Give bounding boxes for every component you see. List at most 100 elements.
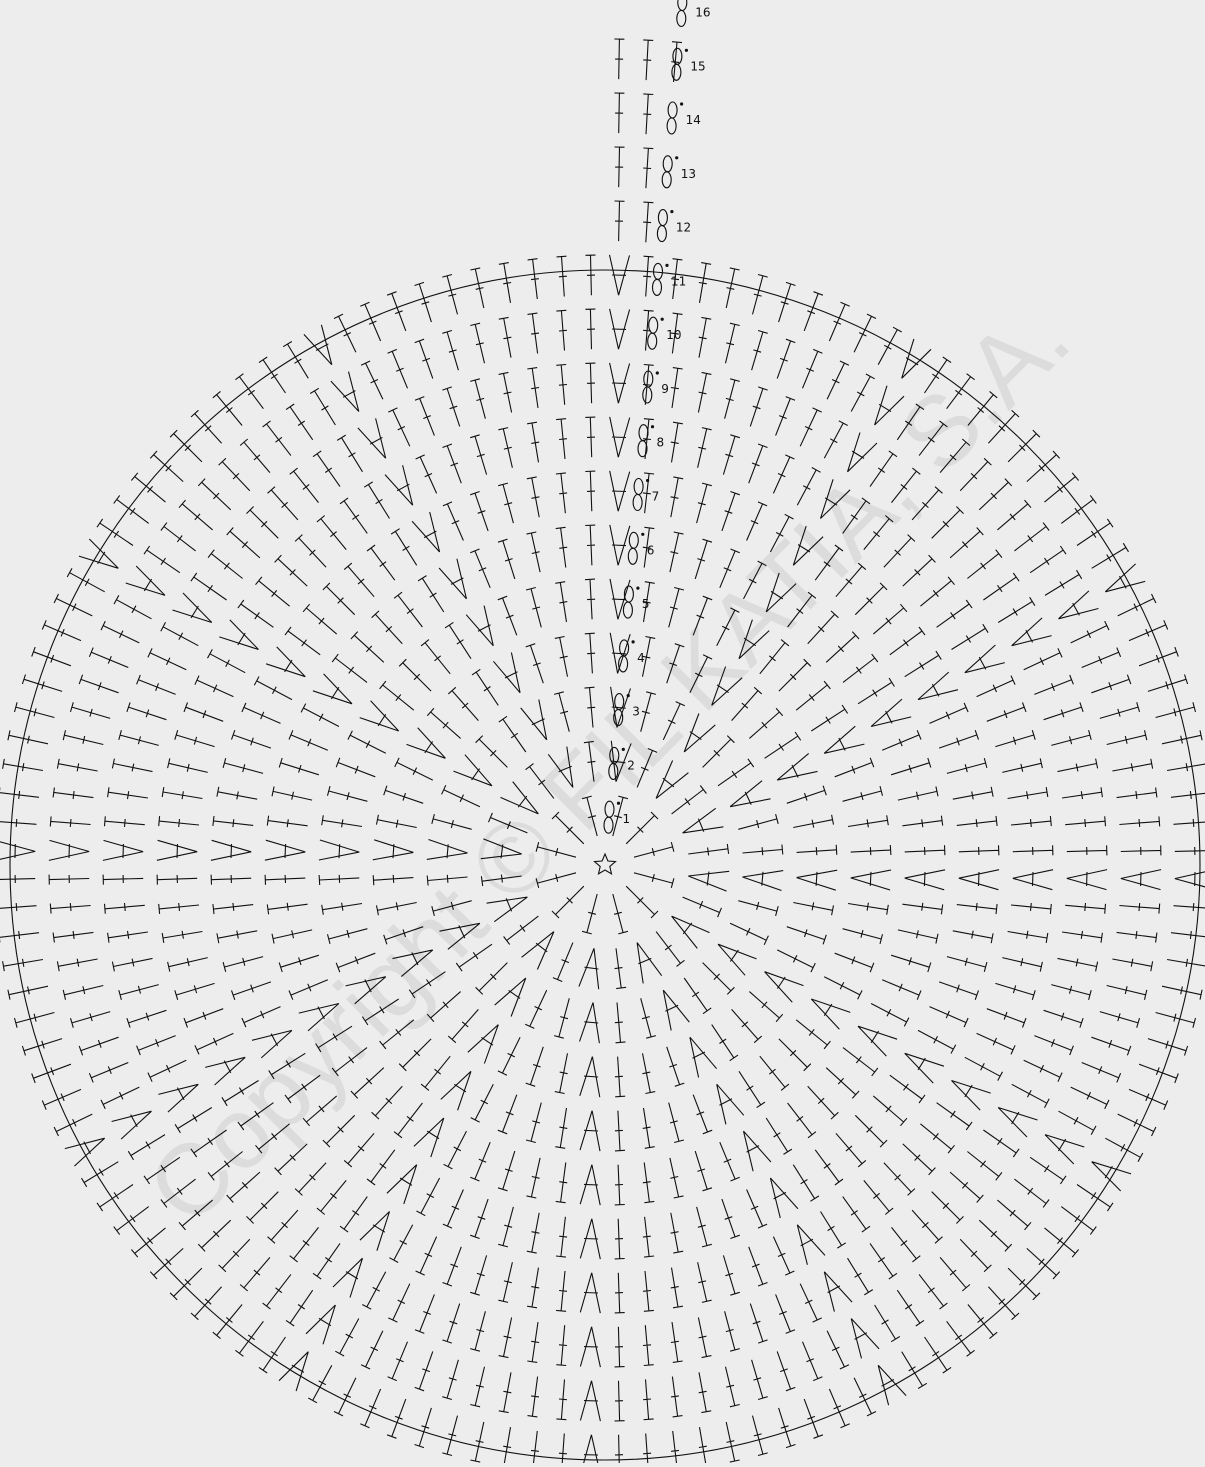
stitch <box>556 1379 567 1419</box>
stitch <box>556 1325 567 1365</box>
stitch <box>730 923 768 945</box>
stitch <box>752 331 768 371</box>
increase-stitch <box>49 840 89 860</box>
stitch <box>415 339 433 378</box>
stitch <box>1171 931 1205 942</box>
increase-stitch <box>333 1258 363 1297</box>
stitch <box>718 759 754 786</box>
stitch <box>361 361 383 399</box>
stitch <box>472 669 498 705</box>
round-label: 11 <box>671 274 686 288</box>
stitch <box>328 786 368 801</box>
stitch <box>615 1273 625 1313</box>
increase-stitch <box>824 726 864 753</box>
stitch <box>555 1053 568 1093</box>
stitch <box>1002 958 1042 972</box>
stitch <box>114 595 152 619</box>
stitch <box>448 687 478 720</box>
stitch <box>499 716 526 752</box>
increase-stitch <box>744 1131 771 1171</box>
stitch <box>1112 959 1152 972</box>
increase-stitch <box>858 1026 897 1056</box>
stitch <box>53 931 93 943</box>
stitch <box>108 787 148 799</box>
stitch <box>615 948 627 988</box>
stitch <box>556 1217 567 1257</box>
increase-stitch <box>610 255 630 295</box>
stitch <box>643 1108 655 1148</box>
stitch <box>170 430 202 462</box>
increase-stitch <box>580 1003 600 1044</box>
stitch <box>119 985 159 1000</box>
increase-stitch <box>319 840 359 860</box>
stitch <box>1148 675 1188 692</box>
stitch <box>498 1262 512 1302</box>
stitch <box>643 1217 654 1257</box>
chain-icon <box>629 532 638 548</box>
stitch <box>1008 931 1048 943</box>
increase-stitch <box>65 1138 105 1166</box>
stitch <box>235 1321 263 1356</box>
stitch <box>3 959 43 971</box>
stitch <box>272 787 312 801</box>
stitch <box>824 977 862 1000</box>
round-label: 14 <box>686 113 701 127</box>
stitch <box>848 1258 873 1295</box>
stitch <box>1065 903 1105 914</box>
increase-stitch <box>173 593 212 623</box>
increase-stitch <box>797 870 838 890</box>
slip-stitch-dot-icon <box>632 640 635 643</box>
increase-stitch <box>765 972 804 1003</box>
stitch <box>726 1367 740 1407</box>
stitch <box>388 1284 410 1322</box>
stitch <box>0 875 35 885</box>
stitch <box>920 577 954 606</box>
stitch <box>779 1039 811 1071</box>
stitch <box>528 313 540 353</box>
increase-stitch <box>610 417 630 457</box>
stitch <box>443 502 464 541</box>
stitch <box>1044 702 1084 719</box>
stitch <box>698 372 711 412</box>
stitch <box>697 1207 712 1247</box>
stitch <box>699 1427 711 1463</box>
stitch <box>667 1047 685 1087</box>
increase-stitch <box>1059 591 1099 619</box>
stitch <box>920 1124 954 1153</box>
stitch <box>442 785 480 807</box>
slip-stitch-dot-icon <box>651 425 654 428</box>
stitch <box>930 703 969 724</box>
round-label: 9 <box>661 382 669 396</box>
stitch <box>57 759 97 772</box>
stitch <box>749 992 782 1022</box>
chain-icon <box>654 263 663 279</box>
increase-stitch <box>454 755 493 786</box>
stitch <box>1051 985 1091 1000</box>
stitch <box>470 379 485 419</box>
stitch <box>732 1009 762 1042</box>
stitch <box>498 1037 520 1075</box>
increase-stitch <box>905 1053 944 1083</box>
stitch <box>367 545 395 580</box>
stitch <box>843 654 878 682</box>
stitch <box>527 368 539 408</box>
stitch <box>720 1142 740 1181</box>
stitch <box>373 875 413 885</box>
stitch <box>902 903 942 915</box>
stitch <box>800 408 822 446</box>
stitch <box>498 1207 513 1247</box>
stitch <box>442 1304 459 1344</box>
stitch <box>804 1399 823 1438</box>
stitch <box>750 1304 767 1344</box>
stitch <box>826 1068 859 1099</box>
stitch <box>979 479 1011 510</box>
stitch <box>470 1199 488 1238</box>
stitch <box>259 357 286 393</box>
increase-stitch <box>871 699 911 726</box>
increase-stitch <box>610 309 630 349</box>
increase-stitch <box>157 840 197 860</box>
stitch <box>301 704 339 727</box>
stitch <box>1067 845 1107 855</box>
increase-stitch <box>743 871 784 891</box>
stitch <box>902 1352 927 1389</box>
